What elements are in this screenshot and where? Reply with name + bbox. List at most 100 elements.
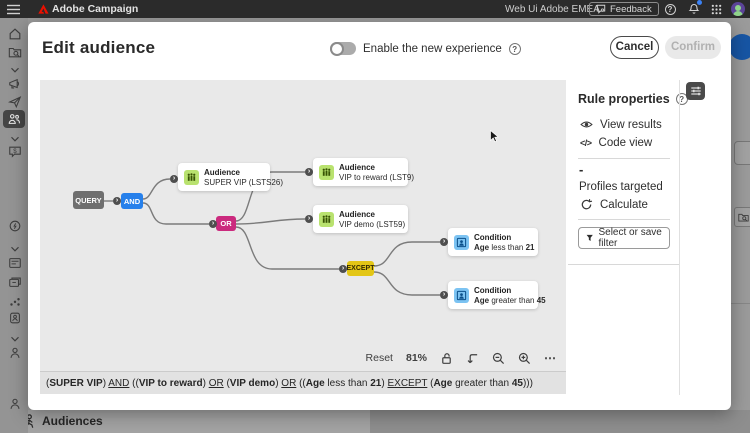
expression-bar[interactable]: (SUPER VIP) AND ((VIP to reward) OR (VIP… bbox=[40, 371, 566, 394]
background-divider bbox=[731, 303, 750, 304]
background-content-area bbox=[370, 410, 750, 433]
hamburger-menu-icon[interactable] bbox=[7, 4, 20, 15]
sliders-icon bbox=[690, 86, 701, 96]
help-button[interactable]: ? bbox=[663, 2, 677, 16]
or-operator-node[interactable]: OR bbox=[216, 216, 236, 231]
chevron-down-icon[interactable] bbox=[7, 331, 22, 346]
folder-search-icon bbox=[737, 213, 749, 221]
code-view-button[interactable]: </> Code view bbox=[580, 137, 653, 149]
notifications-button[interactable] bbox=[687, 0, 702, 16]
home-icon[interactable] bbox=[7, 26, 22, 41]
card-type: Audience bbox=[204, 167, 241, 177]
toggle-label: Enable the new experience bbox=[363, 42, 502, 55]
info-icon[interactable]: ? bbox=[508, 42, 521, 55]
bell-icon bbox=[688, 4, 700, 14]
avatar[interactable] bbox=[731, 2, 745, 16]
adobe-logo-icon bbox=[38, 4, 49, 14]
condition-icon bbox=[454, 234, 469, 250]
person-icon[interactable] bbox=[7, 345, 22, 360]
port-arrow-icon: › bbox=[305, 215, 313, 223]
rule-properties-title: Rule properties ? bbox=[578, 92, 688, 106]
port-arrow-icon: › bbox=[440, 291, 448, 299]
refresh-icon bbox=[581, 199, 593, 210]
folder-search-icon[interactable] bbox=[7, 44, 22, 59]
org-chart-icon[interactable] bbox=[7, 293, 22, 308]
condition-icon bbox=[454, 287, 469, 303]
card-name: VIP to reward (LST9) bbox=[339, 172, 414, 182]
audience-icon bbox=[319, 164, 334, 180]
person-icon[interactable] bbox=[7, 396, 22, 411]
lock-open-icon[interactable] bbox=[440, 352, 453, 365]
feedback-icon bbox=[596, 4, 606, 14]
background-page-header: Audiences bbox=[0, 410, 750, 433]
and-operator-node[interactable]: AND bbox=[121, 193, 143, 209]
profiles-count-value: - bbox=[579, 162, 584, 177]
card-type: Audience bbox=[339, 162, 376, 172]
assistant-fab bbox=[729, 34, 750, 60]
chevron-down-icon[interactable] bbox=[7, 62, 22, 77]
app-switcher-button[interactable] bbox=[709, 2, 723, 16]
view-results-button[interactable]: View results bbox=[580, 118, 662, 131]
card-type: Condition bbox=[474, 285, 512, 295]
zoom-level[interactable]: 81% bbox=[405, 352, 427, 364]
audience-people-icon bbox=[8, 114, 20, 124]
eye-icon bbox=[580, 121, 593, 128]
megaphone-icon[interactable] bbox=[7, 76, 22, 91]
card-type: Condition bbox=[474, 232, 512, 242]
panel-divider bbox=[578, 219, 670, 220]
chat-dollar-icon[interactable]: $ bbox=[7, 144, 22, 159]
grid-icon bbox=[711, 4, 721, 14]
more-options-button[interactable]: ⋯ bbox=[544, 351, 557, 365]
code-icon: </> bbox=[580, 138, 592, 148]
reorganize-icon[interactable] bbox=[466, 352, 479, 365]
new-experience-toggle[interactable] bbox=[330, 41, 356, 56]
help-icon: ? bbox=[664, 3, 676, 15]
port-arrow-icon: › bbox=[170, 175, 178, 183]
feedback-label: Feedback bbox=[610, 3, 652, 15]
card-name: Age greater than 45 bbox=[474, 295, 546, 305]
send-icon[interactable] bbox=[7, 94, 22, 109]
background-page-title: Audiences bbox=[42, 414, 103, 428]
badge-icon[interactable] bbox=[7, 310, 22, 325]
port-arrow-icon: › bbox=[113, 197, 121, 205]
compass-icon[interactable] bbox=[7, 218, 22, 233]
properties-panel-toggle-button[interactable] bbox=[686, 82, 705, 100]
panel-vertical-divider bbox=[679, 80, 680, 395]
canvas-toolbar: Reset 81% ⋯ bbox=[366, 348, 557, 368]
port-arrow-icon: › bbox=[305, 168, 313, 176]
connector-lines bbox=[104, 171, 440, 296]
top-bar: Adobe Campaign Web Ui Adobe EMEA Feedbac… bbox=[0, 0, 750, 18]
query-node[interactable]: QUERY bbox=[73, 191, 104, 209]
feedback-button[interactable]: Feedback bbox=[589, 2, 659, 16]
panel-divider bbox=[568, 264, 679, 265]
sidebar-item-audiences-selected[interactable] bbox=[3, 110, 25, 128]
zoom-in-icon[interactable] bbox=[518, 352, 531, 365]
reset-button[interactable]: Reset bbox=[365, 352, 393, 364]
chevron-down-icon[interactable] bbox=[7, 241, 22, 256]
formula-text: (SUPER VIP) AND ((VIP to reward) OR (VIP… bbox=[46, 377, 533, 389]
experience-toggle-row: Enable the new experience ? bbox=[330, 41, 521, 56]
calculate-button[interactable]: Calculate bbox=[580, 198, 648, 211]
zoom-out-icon[interactable] bbox=[492, 352, 505, 365]
cancel-button[interactable]: Cancel bbox=[610, 36, 659, 59]
stack-icon[interactable] bbox=[7, 274, 22, 289]
background-folder-search-button bbox=[734, 207, 750, 227]
mouse-cursor bbox=[490, 130, 499, 143]
select-or-save-filter-button[interactable]: Select or save filter bbox=[578, 227, 670, 249]
card-name: VIP demo (LST59) bbox=[339, 219, 406, 229]
app-title: Adobe Campaign bbox=[52, 3, 139, 15]
card-type: Audience bbox=[339, 209, 376, 219]
panel-divider bbox=[578, 158, 670, 159]
report-card-icon[interactable] bbox=[7, 255, 22, 270]
rule-canvas[interactable]: QUERY AND OR EXCEPT › › › › › › › › Audi… bbox=[40, 80, 566, 371]
chevron-down-icon[interactable] bbox=[7, 131, 22, 146]
except-operator-node[interactable]: EXCEPT bbox=[347, 261, 375, 276]
background-search-field bbox=[734, 141, 750, 165]
port-arrow-icon: › bbox=[209, 220, 217, 228]
